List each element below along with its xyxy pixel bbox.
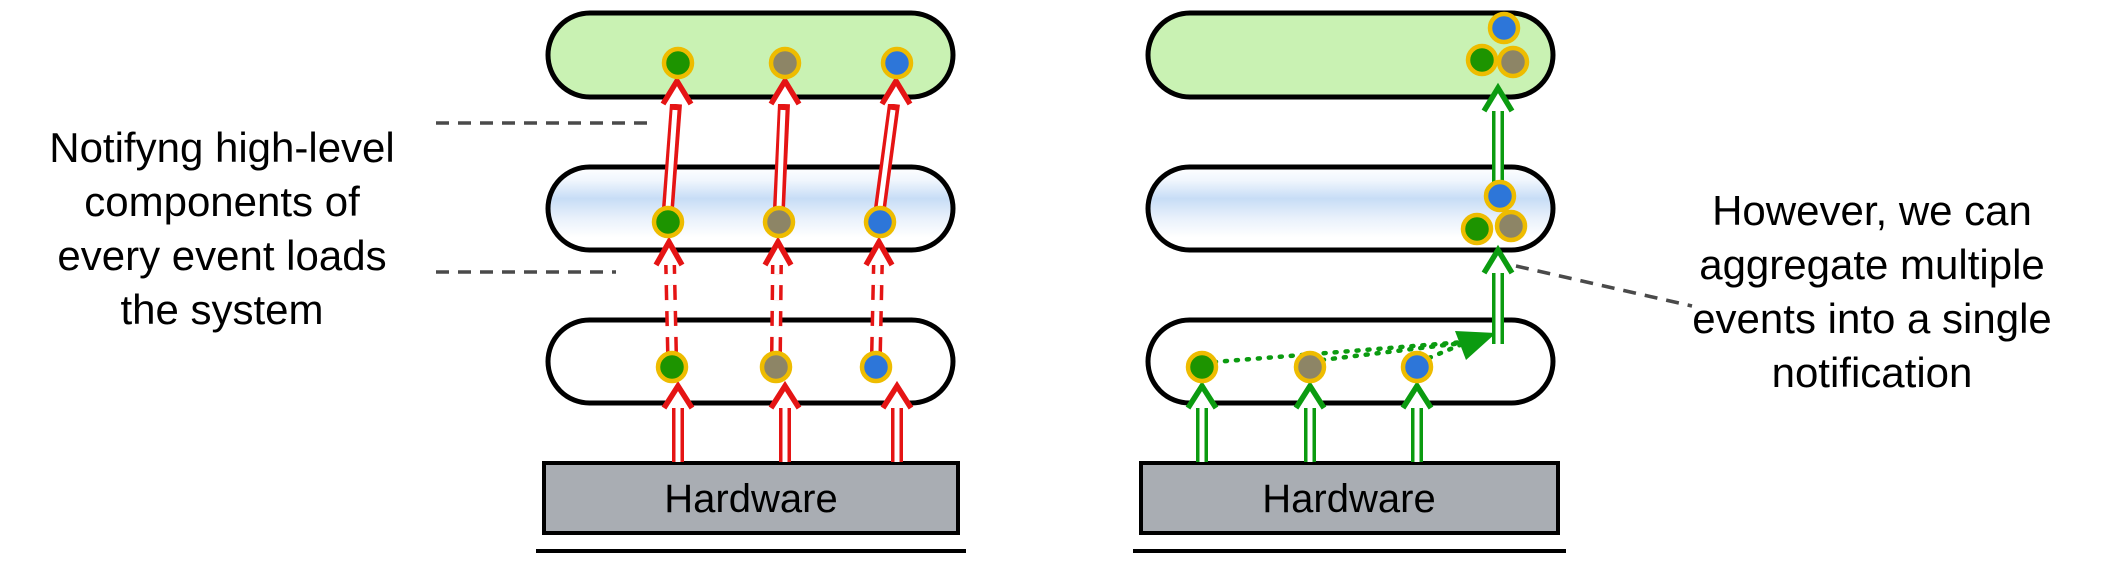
red-arrow-hw-1 (661, 380, 695, 462)
left-top-layer-pill (545, 10, 956, 100)
aggregation-arrowhead (1455, 331, 1496, 360)
left-bottom-layer-pill (545, 317, 956, 406)
right-annotation-line: notification (1772, 349, 1973, 396)
event-dot-gray (759, 350, 793, 384)
right-callout-dash (1515, 264, 1693, 308)
left-annotation-line: the system (120, 286, 323, 333)
event-dot-green (661, 46, 695, 80)
event-dot-blue (1483, 179, 1517, 213)
event-dot-green (1460, 212, 1494, 246)
red-arrow-top-1 (660, 75, 694, 209)
event-dot-gray (762, 205, 796, 239)
event-dot-green (1465, 43, 1499, 77)
left-annotation-line: components of (84, 178, 360, 225)
green-arrow-hw-3 (1400, 380, 1434, 462)
event-dot-blue (1400, 350, 1434, 384)
right-hardware-box (1139, 461, 1560, 535)
green-arrow-aggregate-upper (1481, 82, 1515, 192)
event-dot-gray (768, 46, 802, 80)
red-arrow-hw-2 (768, 380, 802, 462)
right-diagram: Hardware (1133, 10, 1566, 553)
left-middle-layer-pill (545, 164, 956, 253)
left-annotation: Notifyng high-level components of every … (49, 121, 654, 333)
left-hardware-label: Hardware (664, 477, 837, 521)
event-dot-blue (880, 46, 914, 80)
right-annotation-line: However, we can (1712, 187, 2032, 234)
event-dot-green (651, 205, 685, 239)
right-annotation-line: events into a single (1692, 295, 2052, 342)
right-bottom-layer-pill (1145, 317, 1556, 406)
event-dot-gray (1293, 350, 1327, 384)
right-annotation-line: aggregate multiple (1699, 241, 2045, 288)
event-dot-blue (1487, 11, 1521, 45)
event-dot-green (1185, 350, 1219, 384)
right-hardware-label: Hardware (1262, 477, 1435, 521)
green-arrow-hw-1 (1185, 380, 1219, 462)
right-middle-layer-pill (1145, 164, 1556, 253)
green-arrow-aggregate-lower (1481, 244, 1515, 344)
left-annotation-line: every event loads (57, 232, 386, 279)
red-arrow-top-3 (874, 75, 913, 209)
event-dot-green (655, 350, 689, 384)
event-dot-blue (859, 350, 893, 384)
right-annotation: However, we can aggregate multiple event… (1515, 187, 2052, 396)
red-dashed-arrow-3 (863, 236, 895, 353)
dotted-aggregation-line (1211, 339, 1467, 365)
red-arrow-hw-3 (880, 380, 914, 462)
green-arrow-hw-2 (1293, 380, 1327, 462)
event-dot-gray (1496, 45, 1530, 79)
left-annotation-line: Notifyng high-level (49, 124, 395, 171)
right-top-layer-pill (1145, 10, 1556, 100)
event-dot-blue (863, 205, 897, 239)
red-dashed-arrow-2 (762, 236, 794, 353)
event-dot-gray (1494, 209, 1528, 243)
red-dashed-arrow-1 (653, 236, 685, 353)
red-arrow-top-2 (768, 75, 802, 209)
left-hardware-box (542, 461, 960, 535)
left-diagram: Hardware (536, 10, 966, 553)
dotted-aggregation-line (1319, 340, 1465, 363)
